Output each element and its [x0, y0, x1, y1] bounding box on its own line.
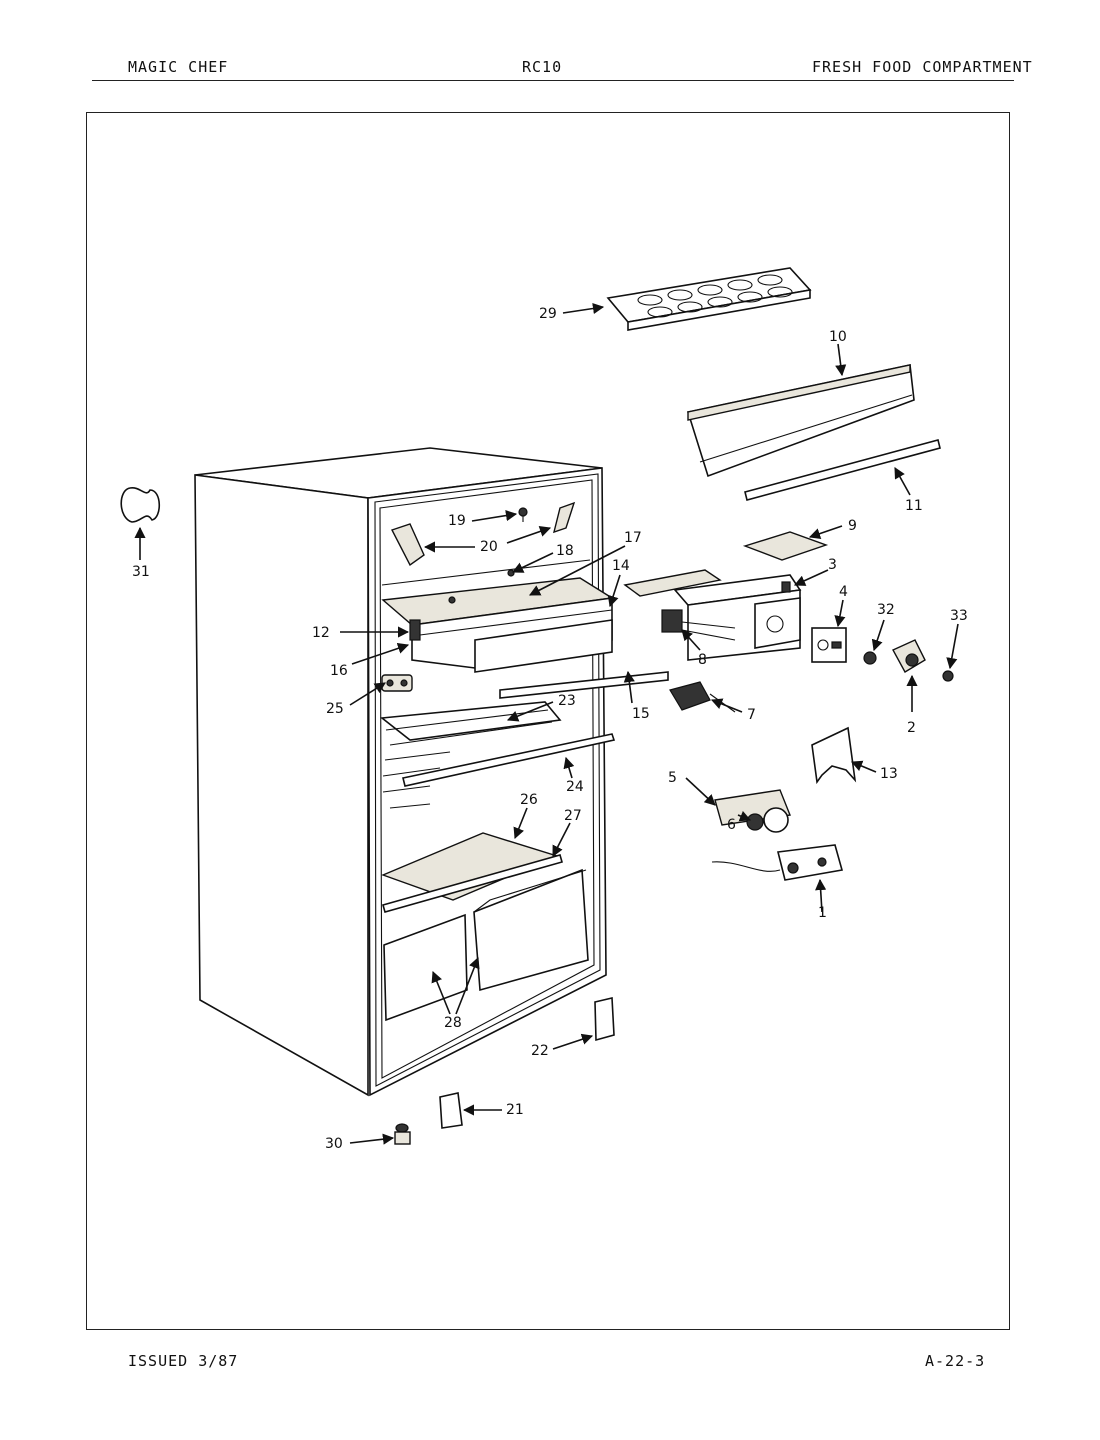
defrost-timer — [714, 789, 791, 833]
lamp-socket — [669, 681, 736, 713]
callout-3: 3 — [828, 557, 837, 573]
callout-26: 26 — [520, 792, 538, 808]
freezer-door-panel — [686, 364, 915, 478]
header-rule — [92, 80, 1014, 81]
callout-2: 2 — [907, 720, 916, 736]
callout-31: 31 — [132, 564, 150, 580]
control-housing — [623, 569, 802, 661]
callout-16: 16 — [330, 663, 348, 679]
freezer-upper-area — [381, 501, 591, 586]
callout-20: 20 — [480, 539, 498, 555]
header-model: RC10 — [522, 58, 563, 76]
motor-unit — [711, 844, 844, 881]
callout-6: 6 — [727, 817, 736, 833]
callout-28: 28 — [444, 1015, 462, 1031]
callout-19: 19 — [448, 513, 466, 529]
dial-plate — [811, 627, 847, 663]
callout-7: 7 — [747, 707, 756, 723]
callout-33: 33 — [950, 608, 968, 624]
callout-17: 17 — [624, 530, 642, 546]
callout-30: 30 — [325, 1136, 343, 1152]
footer-issued: ISSUED 3/87 — [128, 1352, 239, 1370]
spacer-ring — [863, 651, 877, 665]
callout-25: 25 — [326, 701, 344, 717]
callout-23: 23 — [558, 693, 576, 709]
callout-32: 32 — [877, 602, 895, 618]
insulation-shield — [811, 726, 857, 785]
diagram-frame — [86, 112, 1010, 1330]
callout-15: 15 — [632, 706, 650, 722]
callout-8: 8 — [698, 652, 707, 668]
callout-18: 18 — [556, 543, 574, 559]
callout-13: 13 — [880, 766, 898, 782]
callout-24: 24 — [566, 779, 584, 795]
callout-4: 4 — [839, 584, 848, 600]
callout-12: 12 — [312, 625, 330, 641]
control-knob — [892, 639, 926, 673]
header-section: FRESH FOOD COMPARTMENT — [812, 58, 1033, 76]
callout-10: 10 — [829, 329, 847, 345]
callout-27: 27 — [564, 808, 582, 824]
header-brand: MAGIC CHEF — [128, 58, 229, 76]
callout-21: 21 — [506, 1102, 524, 1118]
callout-1: 1 — [818, 905, 827, 921]
trim-strip — [744, 439, 941, 501]
bumper — [120, 487, 161, 523]
footer-page-code: A-22-3 — [925, 1352, 986, 1370]
callout-labels: 1 2 3 4 5 6 7 8 9 10 11 12 13 14 15 16 1… — [132, 306, 968, 1152]
gasket-plate — [742, 531, 829, 561]
callout-29: 29 — [539, 306, 557, 322]
callout-14: 14 — [612, 558, 630, 574]
callout-5: 5 — [668, 770, 677, 786]
leader-arrows — [134, 302, 959, 1145]
lower-hinge — [439, 1092, 463, 1129]
callout-9: 9 — [848, 518, 857, 534]
retainer-ring — [942, 670, 954, 682]
callout-22: 22 — [531, 1043, 549, 1059]
shelf-bracket — [381, 674, 413, 692]
callout-11: 11 — [905, 498, 923, 514]
leveling-foot — [394, 1123, 411, 1145]
crisper-assembly — [381, 832, 589, 1022]
upper-hinge — [594, 997, 615, 1042]
ice-tray — [606, 267, 812, 331]
